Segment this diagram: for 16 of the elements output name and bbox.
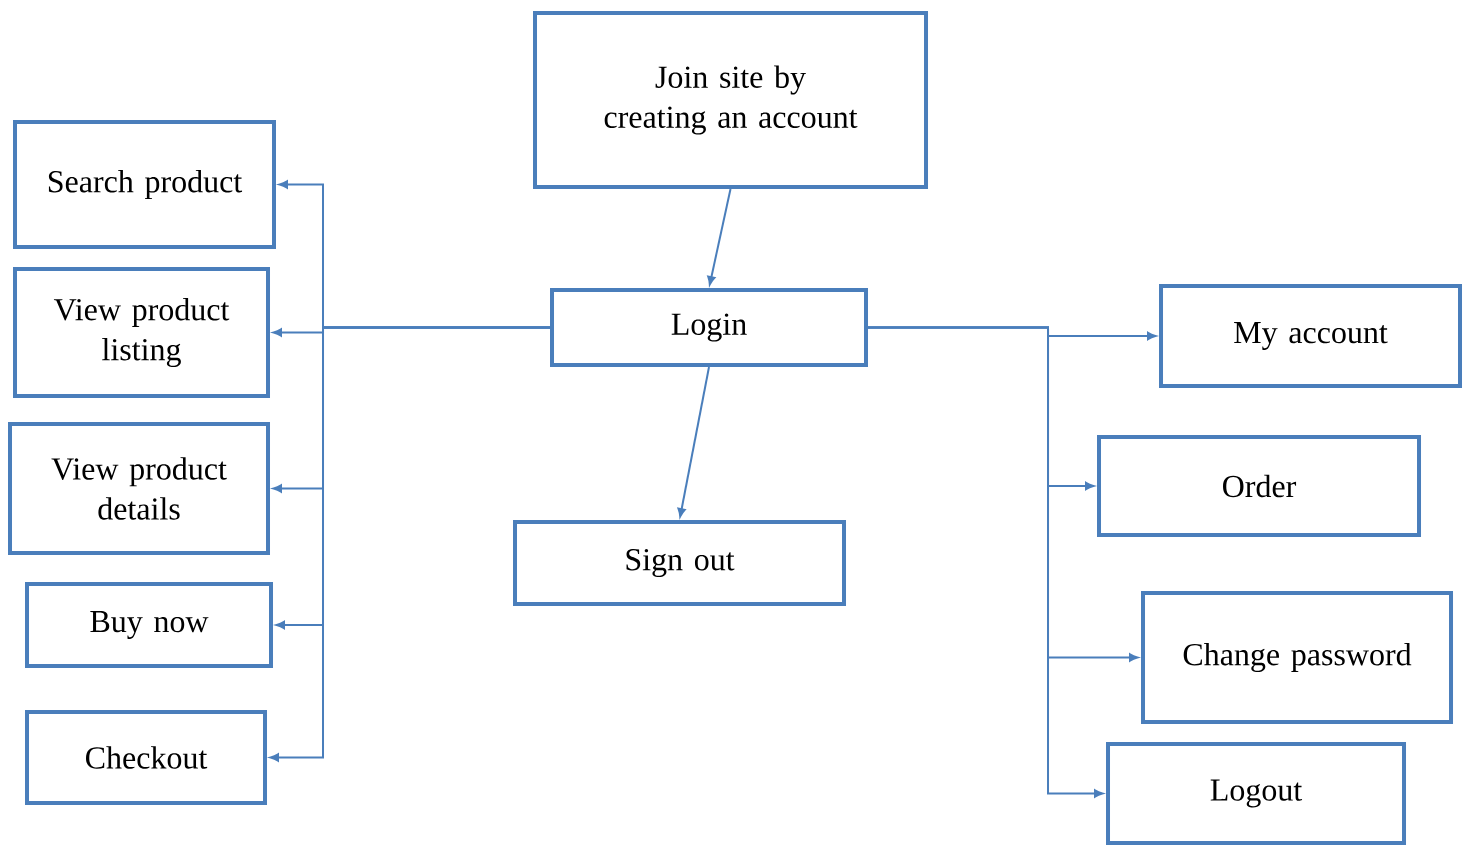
process-box: View product details — [8, 422, 270, 555]
arrow — [269, 326, 551, 762]
process-box: Checkout — [25, 710, 267, 805]
process-box: Order — [1097, 435, 1421, 537]
process-box: View product listing — [13, 267, 270, 398]
process-box: Buy now — [25, 582, 273, 668]
process-box: My account — [1159, 284, 1462, 388]
process-box: Login — [550, 288, 868, 367]
process-box: Change password — [1141, 591, 1453, 724]
process-box: Sign out — [513, 520, 846, 606]
process-box: Logout — [1106, 742, 1406, 845]
process-box: Join site by creating an account — [533, 11, 928, 189]
arrow — [867, 326, 1104, 798]
process-box: Search product — [13, 120, 276, 249]
arrow — [677, 366, 710, 518]
arrow — [707, 188, 732, 286]
